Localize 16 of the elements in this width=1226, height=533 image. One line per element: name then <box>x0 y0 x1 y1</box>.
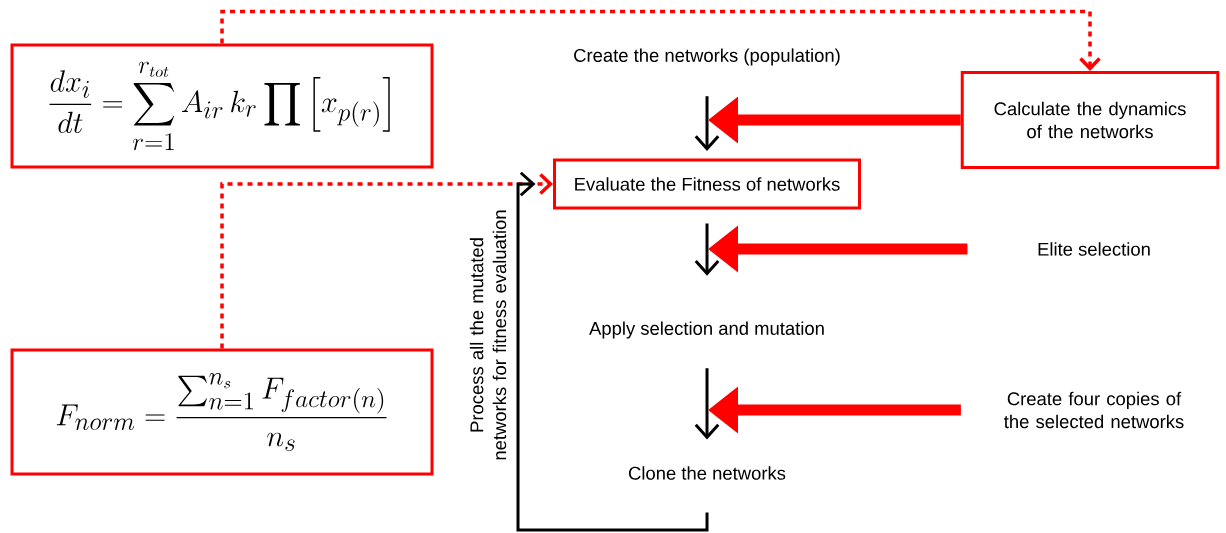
dotted-arrow <box>220 9 1101 71</box>
arrow <box>694 96 720 151</box>
step-label: Create the networks (population) <box>574 48 840 66</box>
step-label: Clone the networks <box>629 466 786 480</box>
edge-label: Process all the mutated networks for fitness evaluation <box>469 210 507 460</box>
step-label: Create four copies of the selected networks <box>1004 391 1184 429</box>
formula-box: $\frac{dx_i}{dt} = \sum_{r=1}^{r_{tot}} A_{ir}\, k_r \prod \left[x_{p(r)}\right]$ <box>10 43 434 169</box>
arrow <box>694 368 720 440</box>
arrow <box>516 171 709 532</box>
dotted-arrow <box>220 173 553 349</box>
step-label: Elite selection <box>1038 242 1150 256</box>
arrow <box>694 223 720 276</box>
step-label: Apply selection and mutation <box>589 321 824 339</box>
formula-box: $F_{norm} = \frac{\sum_{n=1}^{n_s} F_{factor(n)}}{n_s}$ <box>10 348 434 476</box>
process-box: Calculate the dynamics of the networks <box>960 71 1220 169</box>
process-box: Evaluate the Fitness of networks <box>553 158 861 210</box>
